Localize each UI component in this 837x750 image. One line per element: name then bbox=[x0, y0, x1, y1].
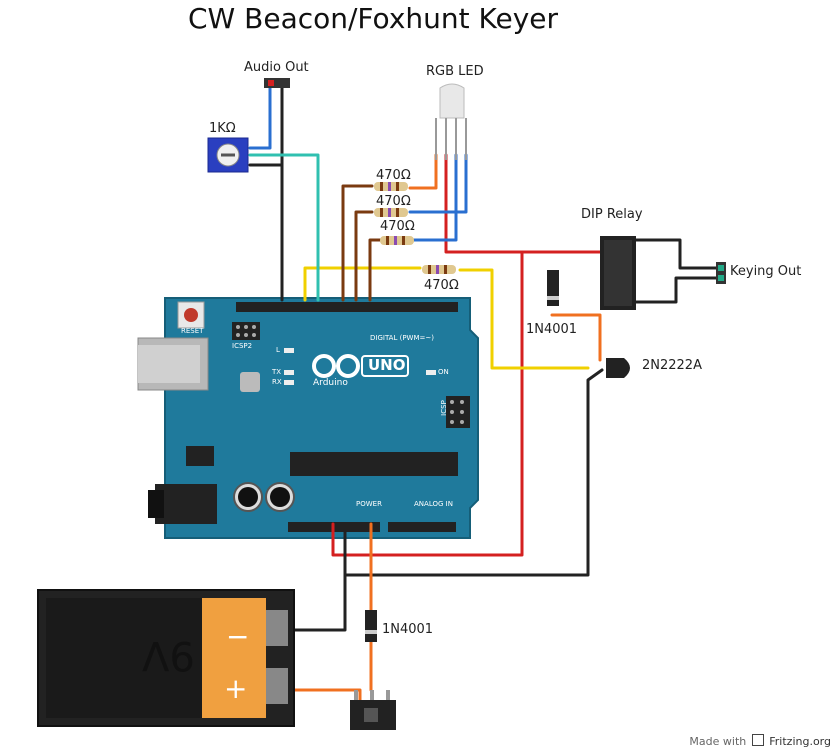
resistor-3-label: 470Ω bbox=[380, 219, 415, 234]
wire-black-gnd bbox=[343, 368, 604, 577]
resistor-2 bbox=[374, 208, 408, 217]
wire-brown-3 bbox=[368, 238, 382, 302]
icsp-header bbox=[446, 396, 470, 428]
diode-bottom-label: 1N4001 bbox=[382, 622, 434, 637]
tx-label: TX bbox=[272, 368, 282, 376]
potentiometer bbox=[207, 137, 249, 173]
analog-label: ANALOG IN bbox=[414, 500, 453, 508]
reset-label: RESET bbox=[181, 327, 204, 335]
fritzing-footer: Made with Fritzing.org bbox=[689, 734, 831, 748]
battery-minus: − bbox=[226, 620, 250, 653]
wire-brown-1 bbox=[341, 184, 374, 302]
wire-yellow-2 bbox=[458, 268, 590, 370]
dip-relay bbox=[600, 236, 636, 310]
transistor-label: 2N2222A bbox=[642, 358, 702, 373]
wire-blue-led1 bbox=[408, 153, 468, 214]
audio-out-label: Audio Out bbox=[244, 60, 309, 75]
digital-header bbox=[236, 302, 458, 312]
battery-plus: + bbox=[224, 672, 248, 705]
diode-bottom bbox=[365, 610, 377, 642]
resistor-3 bbox=[380, 236, 414, 245]
pot-label: 1KΩ bbox=[209, 121, 236, 136]
rgb-led-label: RGB LED bbox=[426, 64, 484, 79]
icsp2-label: ICSP2 bbox=[232, 342, 253, 350]
arduino-logo-icon bbox=[312, 354, 360, 378]
icsp-label: ICSP bbox=[439, 400, 448, 416]
resistor-4 bbox=[422, 265, 456, 274]
wire-blue-audio bbox=[248, 86, 272, 150]
voltage-regulator bbox=[186, 446, 214, 466]
fritzing-link[interactable]: Fritzing.org bbox=[769, 735, 831, 748]
keying-out-connector bbox=[716, 262, 726, 284]
l-label: L bbox=[276, 346, 280, 354]
resistor-2-label: 470Ω bbox=[376, 194, 411, 209]
digital-label: DIGITAL (PWM=~) bbox=[370, 334, 434, 342]
fritzing-logo-icon bbox=[751, 734, 764, 746]
diode-top bbox=[547, 270, 559, 306]
wire-orange-led bbox=[408, 153, 438, 190]
wire-red-5v bbox=[331, 250, 604, 557]
arduino-board bbox=[137, 297, 479, 539]
atmega-chip bbox=[290, 452, 458, 476]
arduino-brand: Arduino bbox=[313, 378, 348, 388]
wire-orange-relay bbox=[550, 313, 602, 362]
power-switch bbox=[350, 690, 396, 730]
wire-blue-led2 bbox=[408, 153, 458, 242]
wire-teal-pot bbox=[248, 153, 320, 302]
transistor-2n2222a bbox=[606, 358, 630, 378]
battery-9v bbox=[37, 589, 295, 727]
wire-yellow-1 bbox=[303, 266, 422, 302]
resistor-1 bbox=[374, 182, 408, 191]
icsp2-header bbox=[232, 322, 260, 340]
rgb-led bbox=[435, 83, 467, 160]
diagram-title: CW Beacon/Foxhunt Keyer bbox=[188, 2, 559, 35]
power-label: POWER bbox=[356, 500, 382, 508]
diode-top-label: 1N4001 bbox=[526, 322, 578, 337]
wire-keying-2 bbox=[634, 276, 718, 304]
uno-brand: UNO bbox=[368, 356, 406, 374]
wire-orange-batt bbox=[286, 688, 362, 702]
analog-header bbox=[388, 522, 456, 532]
keying-out-label: Keying Out bbox=[730, 264, 802, 279]
rx-label: RX bbox=[272, 378, 282, 386]
wire-brown-2 bbox=[354, 210, 374, 302]
wire-black-batt bbox=[286, 573, 347, 632]
wires bbox=[248, 86, 718, 722]
wire-red-led bbox=[444, 153, 524, 254]
battery-voltage: 9V bbox=[142, 632, 195, 678]
made-with-text: Made with bbox=[689, 735, 747, 748]
on-label: ON bbox=[438, 368, 449, 376]
dip-relay-label: DIP Relay bbox=[581, 207, 643, 222]
resistor-1-label: 470Ω bbox=[376, 168, 411, 183]
wire-keying-1 bbox=[634, 238, 718, 270]
resistor-4-label: 470Ω bbox=[424, 278, 459, 293]
audio-out-connector bbox=[264, 78, 290, 88]
power-jack bbox=[155, 484, 217, 524]
